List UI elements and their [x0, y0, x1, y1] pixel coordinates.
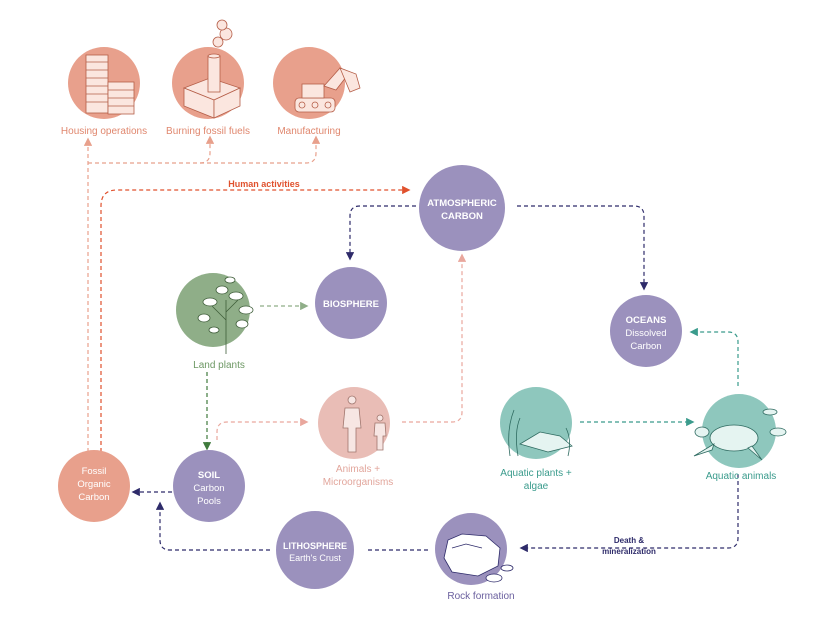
- manufacturing-node: Manufacturing: [273, 47, 361, 137]
- fossil-label-line1: Fossil: [82, 466, 107, 477]
- animals-label-line1: Animals +: [336, 464, 380, 475]
- buildings-icon: [85, 54, 135, 115]
- arrow-death-mineralization: [519, 474, 739, 553]
- housing-operations-label: Housing operations: [61, 126, 147, 137]
- oceans-label-line3: Carbon: [630, 341, 661, 352]
- arrow-animals-to-atmos: [402, 253, 467, 423]
- aquatic-animals-node: Aquatic animals: [693, 394, 787, 482]
- death-label-line2: mineralization: [602, 547, 656, 556]
- biosphere-label: BIOSPHERE: [323, 299, 379, 310]
- rock-formation-node: Rock formation: [435, 513, 515, 602]
- arrow-soil-to-animals: [216, 417, 309, 440]
- arrow-to-manufacturing: [200, 135, 321, 164]
- animals-node: Animals + Microorganisms: [318, 387, 393, 488]
- arrow-atmos-to-biosphere: [345, 205, 416, 261]
- aquatic-plants-node: Aquatic plants + algae: [500, 387, 573, 492]
- atmospheric-label-line1: ATMOSPHERIC: [427, 198, 497, 209]
- fossil-organic-carbon-node: Fossil Organic Carbon: [58, 450, 130, 522]
- soil-label-line3: Pools: [197, 496, 221, 507]
- arrow-aquaanimals-to-oceans: [689, 327, 739, 386]
- arrow-to-burning: [88, 135, 215, 164]
- housing-operations-node: Housing operations: [61, 47, 147, 137]
- connectors: [83, 135, 739, 553]
- animals-label-line2: Microorganisms: [323, 477, 394, 488]
- human-activities-label: Human activities: [228, 179, 300, 189]
- burning-fossil-fuels-node: Burning fossil fuels: [166, 19, 250, 137]
- factory-icon: [182, 19, 242, 119]
- turtle-icon: [693, 408, 787, 461]
- excavator-icon: [294, 67, 361, 113]
- people-icon: [342, 395, 387, 453]
- arrow-human-activities: [100, 185, 411, 452]
- atmospheric-label-line2: CARBON: [441, 211, 483, 222]
- death-label-line1: Death &: [614, 536, 644, 545]
- seaweed-icon: [508, 409, 573, 457]
- fossil-label-line2: Organic: [77, 479, 111, 490]
- rock-icon: [443, 533, 514, 583]
- atmospheric-carbon-node: ATMOSPHERIC CARBON: [419, 165, 505, 251]
- aquatic-plants-label-line2: algae: [524, 481, 549, 492]
- soil-node: SOIL Carbon Pools: [173, 450, 245, 522]
- oceans-label-line2: Dissolved: [625, 328, 666, 339]
- lithosphere-label-line2: Earth's Crust: [289, 553, 341, 563]
- oceans-label-line1: OCEANS: [626, 315, 667, 326]
- lithosphere-label-line1: LITHOSPHERE: [283, 541, 347, 551]
- soil-label-line2: Carbon: [193, 483, 224, 494]
- rock-formation-label: Rock formation: [447, 591, 514, 602]
- arrow-lithosphere-to-soil: [155, 501, 270, 551]
- aquatic-plants-label-line1: Aquatic plants +: [500, 468, 572, 479]
- biosphere-node: BIOSPHERE: [315, 267, 387, 339]
- soil-label-line1: SOIL: [198, 470, 220, 481]
- lithosphere-node: LITHOSPHERE Earth's Crust: [276, 511, 354, 589]
- burning-fossil-fuels-label: Burning fossil fuels: [166, 126, 250, 137]
- tree-icon: [197, 276, 254, 354]
- fossil-label-line3: Carbon: [78, 492, 109, 503]
- arrow-atmos-to-oceans: [517, 205, 649, 291]
- oceans-node: OCEANS Dissolved Carbon: [610, 295, 682, 367]
- land-plants-label: Land plants: [193, 360, 245, 371]
- land-plants-node: Land plants: [176, 273, 254, 371]
- aquatic-animals-label: Aquatic animals: [706, 471, 777, 482]
- manufacturing-label: Manufacturing: [277, 126, 340, 137]
